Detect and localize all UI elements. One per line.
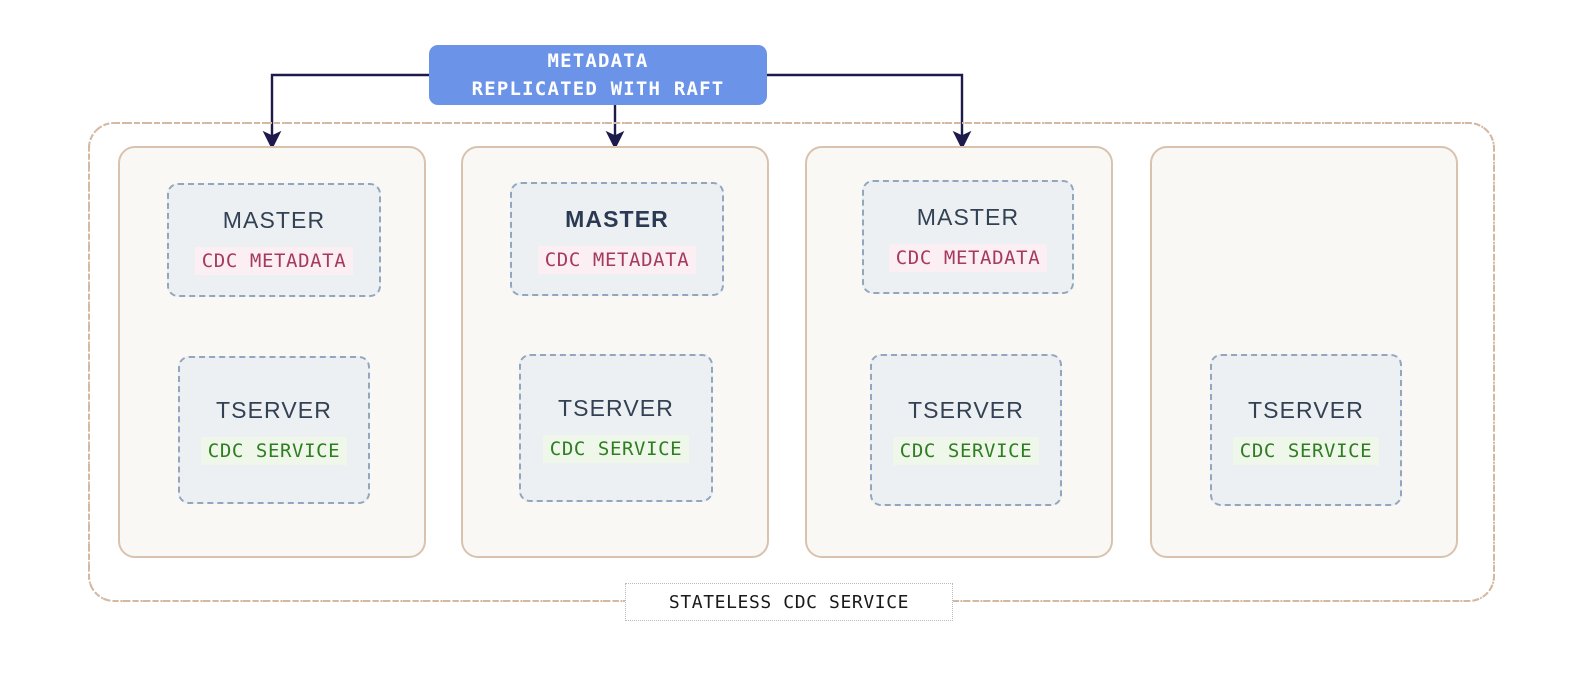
master-title-1: MASTER — [222, 207, 326, 233]
master-process-3: MASTER CDC METADATA — [862, 180, 1074, 294]
cluster-caption: STATELESS CDC SERVICE — [625, 583, 953, 621]
metadata-banner-line-2: REPLICATED WITH RAFT — [471, 78, 725, 100]
cdc-metadata-tag-3: CDC METADATA — [888, 244, 1048, 272]
cdc-metadata-tag-1: CDC METADATA — [194, 247, 354, 275]
metadata-banner-line-1: METADATA — [547, 50, 649, 72]
cdc-service-tag-3: CDC SERVICE — [892, 437, 1040, 465]
tserver-title-4: TSERVER — [1248, 397, 1364, 423]
tserver-process-2: TSERVER CDC SERVICE — [519, 354, 713, 502]
cluster-caption-label: STATELESS CDC SERVICE — [668, 591, 910, 613]
node-card-2: MASTER CDC METADATA TSERVER CDC SERVICE — [461, 146, 769, 558]
tserver-title-3: TSERVER — [908, 397, 1024, 423]
master-title-3: MASTER — [916, 204, 1020, 230]
master-title-2: MASTER — [565, 206, 669, 232]
cdc-metadata-tag-2: CDC METADATA — [537, 246, 697, 274]
metadata-banner: METADATA REPLICATED WITH RAFT — [429, 45, 767, 105]
cdc-service-tag-2: CDC SERVICE — [542, 435, 690, 463]
tserver-process-3: TSERVER CDC SERVICE — [870, 354, 1062, 506]
master-process-2: MASTER CDC METADATA — [510, 182, 724, 296]
cdc-service-tag-1: CDC SERVICE — [200, 437, 348, 465]
tserver-process-1: TSERVER CDC SERVICE — [178, 356, 370, 504]
master-process-1: MASTER CDC METADATA — [167, 183, 381, 297]
node-card-3: MASTER CDC METADATA TSERVER CDC SERVICE — [805, 146, 1113, 558]
node-card-4: TSERVER CDC SERVICE — [1150, 146, 1458, 558]
tserver-title-2: TSERVER — [558, 395, 674, 421]
tserver-process-4: TSERVER CDC SERVICE — [1210, 354, 1402, 506]
node-card-1: MASTER CDC METADATA TSERVER CDC SERVICE — [118, 146, 426, 558]
tserver-title-1: TSERVER — [216, 397, 332, 423]
cdc-service-tag-4: CDC SERVICE — [1232, 437, 1380, 465]
